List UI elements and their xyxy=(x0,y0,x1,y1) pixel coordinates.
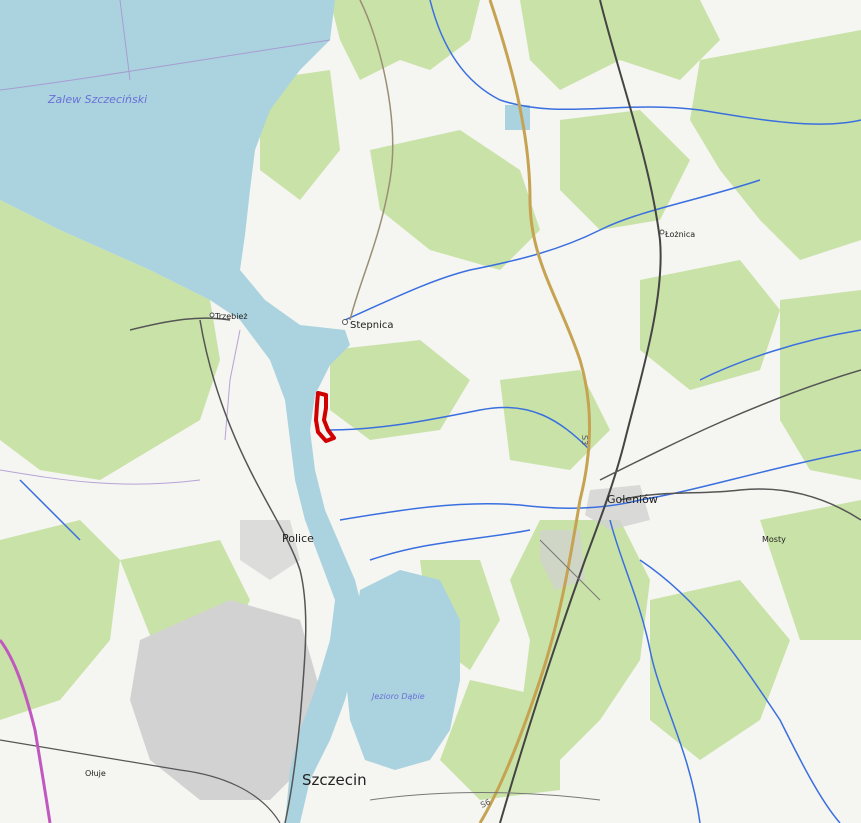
marker-stepnica xyxy=(342,319,348,325)
water-bodies xyxy=(0,0,530,823)
place-label-szczecin: Szczecin xyxy=(302,771,367,789)
forest-areas xyxy=(0,0,861,800)
place-label-lozienica: Łożnica xyxy=(664,230,695,239)
lake-label: Jezioro Dąbie xyxy=(370,692,425,701)
place-label-trzebiez: Trzebież xyxy=(214,312,248,321)
place-label-goleniow: Goleniów xyxy=(607,493,658,506)
place-label-stepnica: Stepnica xyxy=(350,320,394,331)
rivers xyxy=(19,0,861,823)
place-label-mosty: Mosty xyxy=(762,535,786,544)
road-ref-s3: S3 xyxy=(580,435,589,445)
road-ref-s6: S6 xyxy=(479,797,492,809)
place-label-police: Police xyxy=(282,532,314,545)
marker-trzebiez xyxy=(209,312,215,318)
marker-lozienica xyxy=(659,229,665,235)
border-line xyxy=(0,639,52,823)
urban-areas xyxy=(130,485,650,800)
admin-boundaries xyxy=(0,0,331,485)
place-label-oluje: Ołuje xyxy=(85,769,106,778)
highlighted-area-outline[interactable] xyxy=(314,391,336,443)
lagoon-label: Zalew Szczeciński xyxy=(47,93,147,106)
place-markers xyxy=(209,229,665,325)
